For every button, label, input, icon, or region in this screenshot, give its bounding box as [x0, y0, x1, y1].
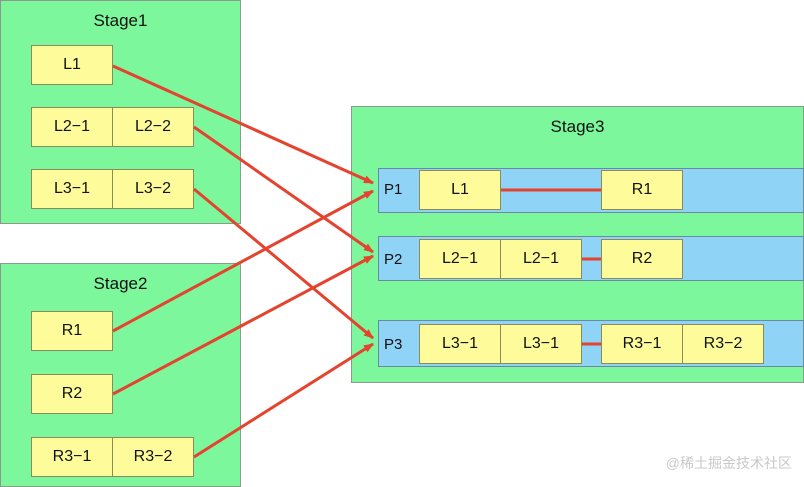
p2-cell-l2-1b: L2−1	[500, 239, 582, 279]
stage2-cell-r2: R2	[31, 374, 113, 414]
stage2-cell-r3-1: R3−1	[31, 437, 113, 477]
stage1-title: Stage1	[93, 11, 148, 30]
p2-cell-r2: R2	[601, 239, 683, 279]
stage1-cell-l3-1: L3−1	[31, 169, 113, 209]
partition-p2-label: P2	[384, 251, 403, 268]
p1-cell-l1: L1	[419, 170, 501, 210]
p3-cell-l3-1a: L3−1	[419, 324, 501, 364]
p3-cell-r3-1: R3−1	[601, 324, 683, 364]
watermark: @稀土掘金技术社区	[665, 455, 792, 471]
p2-cell-l2-1a: L2−1	[419, 239, 501, 279]
p3-cell-l3-1b: L3−1	[500, 324, 582, 364]
p3-cell-r3-2: R3−2	[682, 324, 764, 364]
stage2-cell-r3-2: R3−2	[112, 437, 194, 477]
stage2-cell-r1: R1	[31, 311, 113, 351]
partition-p1-label: P1	[384, 181, 403, 198]
stage1-cell-l2-1: L2−1	[31, 107, 113, 147]
stage1-cell-l2-2: L2−2	[112, 107, 194, 147]
stage3-title: Stage3	[550, 117, 605, 136]
p1-cell-r1: R1	[601, 170, 683, 210]
stage2-title: Stage2	[93, 274, 148, 293]
stage1-cell-l3-2: L3−2	[112, 169, 194, 209]
stage1-cell-l1: L1	[31, 45, 113, 85]
partition-p3-label: P3	[384, 336, 403, 353]
